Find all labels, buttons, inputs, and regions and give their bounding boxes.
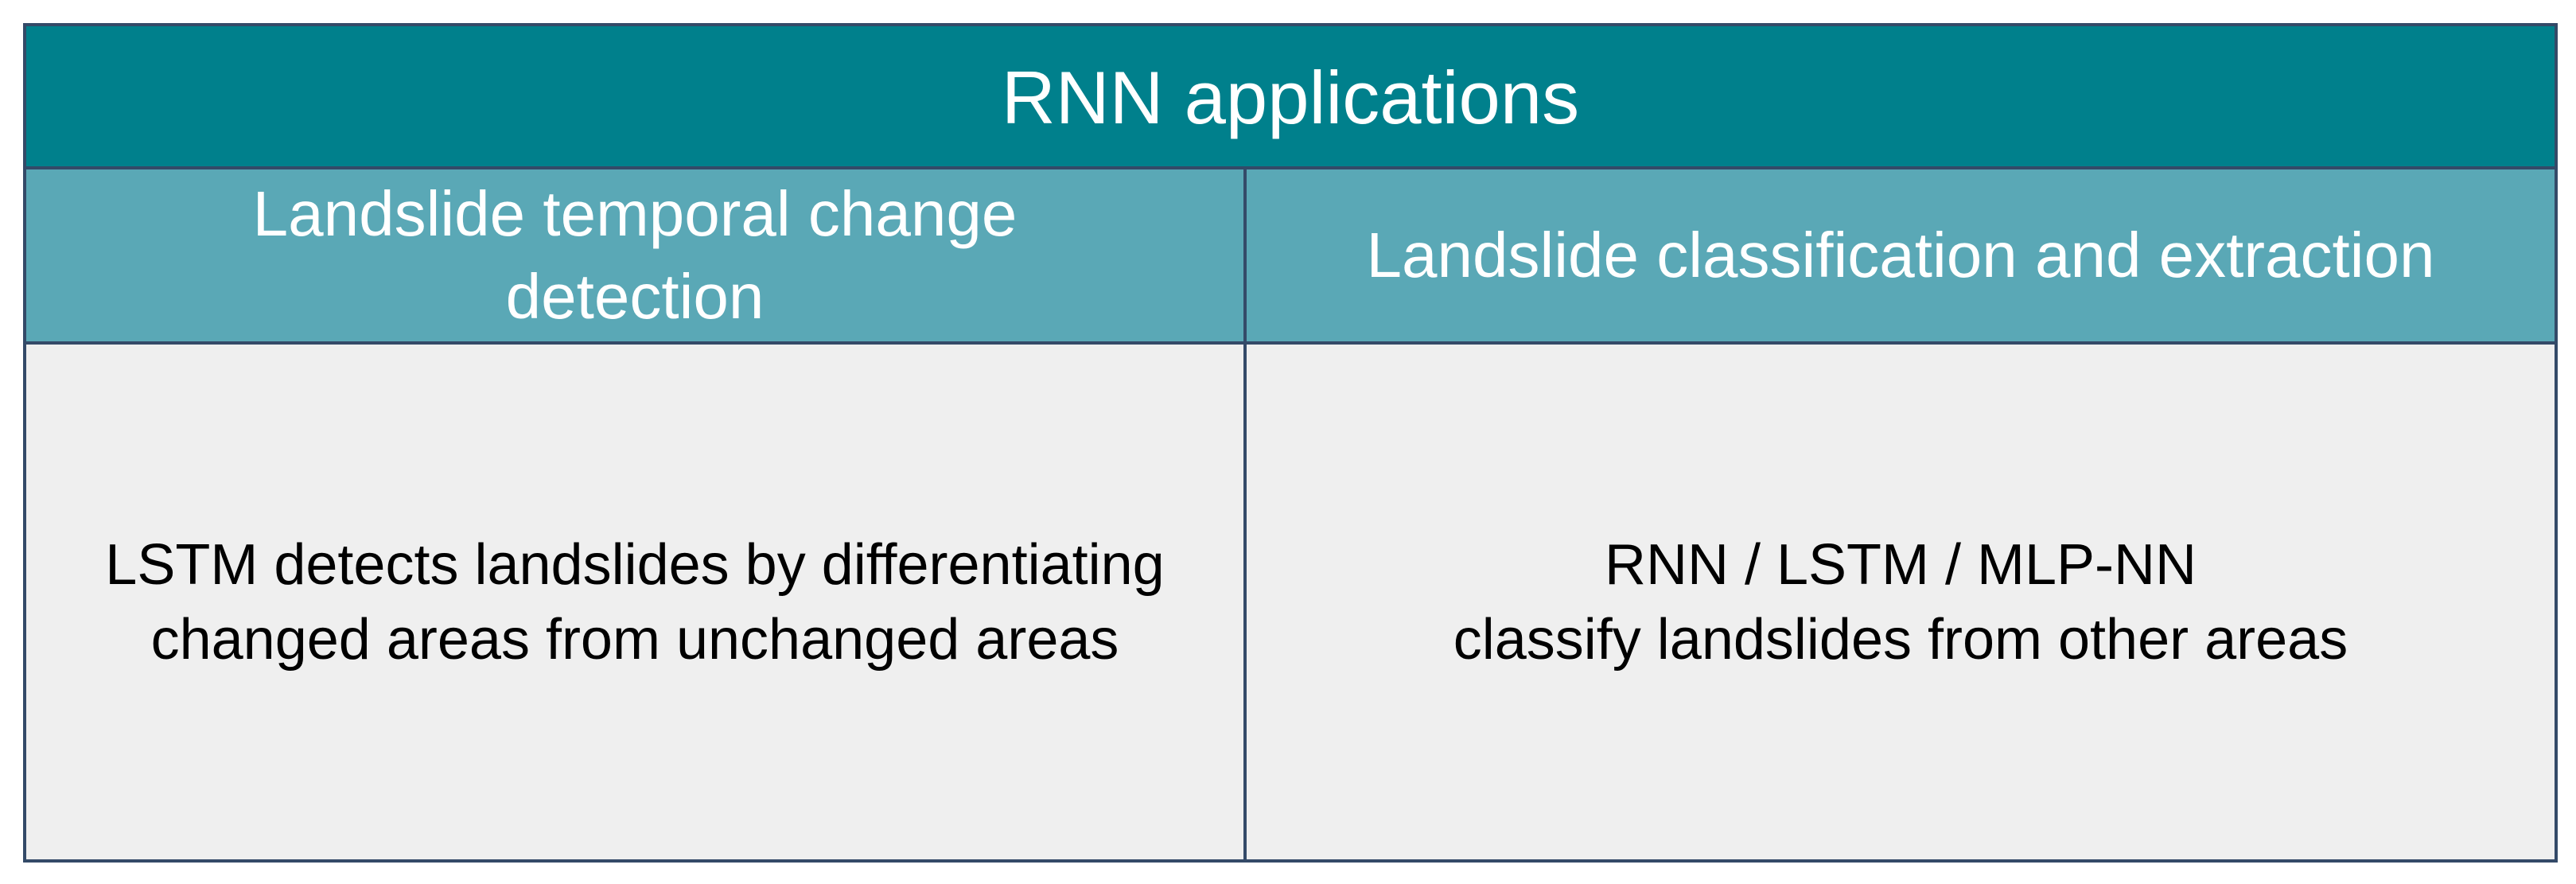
column-header-classification: Landslide classification and extraction bbox=[1247, 169, 2555, 345]
column-header-temporal-change-line1: Landslide temporal change bbox=[252, 178, 1018, 249]
cell-classification-description: RNN / LSTM / MLP-NN classify landslides … bbox=[1247, 345, 2555, 859]
cell-temporal-change-line1: LSTM detects landslides by differentiati… bbox=[105, 532, 1165, 597]
cell-classification-line2: classify landslides from other areas bbox=[1453, 607, 2348, 672]
column-header-classification-text: Landslide classification and extraction bbox=[1366, 220, 2435, 290]
column-header-temporal-change: Landslide temporal change detection bbox=[26, 169, 1247, 345]
cell-temporal-change-description: LSTM detects landslides by differentiati… bbox=[26, 345, 1247, 859]
rnn-applications-table: RNN applications Landslide temporal chan… bbox=[23, 23, 2558, 863]
table-title: RNN applications bbox=[26, 26, 2555, 169]
column-header-temporal-change-line2: detection bbox=[505, 261, 765, 332]
cell-temporal-change-line2: changed areas from unchanged areas bbox=[150, 607, 1119, 672]
table-title-text: RNN applications bbox=[1001, 56, 1580, 139]
cell-classification-line1: RNN / LSTM / MLP-NN bbox=[1604, 532, 2197, 597]
